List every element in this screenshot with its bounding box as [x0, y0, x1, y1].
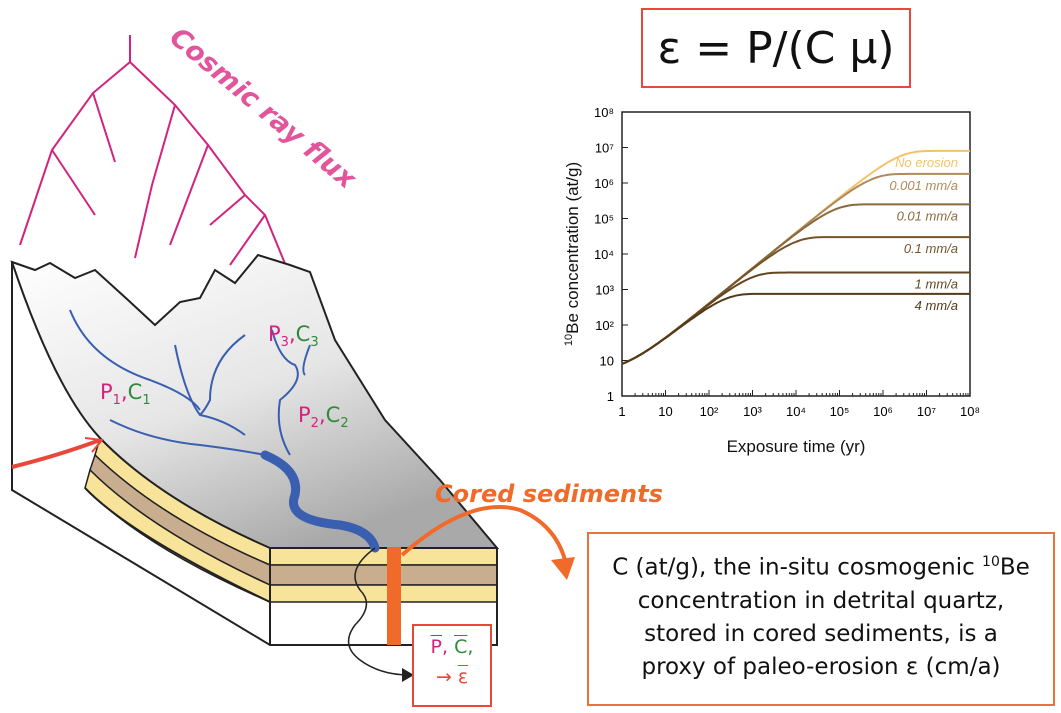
- red-flow-arrow: [11, 438, 101, 469]
- sediment-core: [387, 547, 401, 645]
- basin-label-1: P1,C1: [100, 380, 151, 409]
- description-box: C (at/g), the in-situ cosmogenic 10Be co…: [587, 532, 1055, 706]
- mean-values-box: P, C, → ε: [412, 624, 492, 707]
- erosion-formula: ε = P/(C μ): [641, 8, 911, 88]
- basin-label-2: P2,C2: [298, 403, 349, 432]
- landscape-surface: [10, 253, 500, 549]
- desc-line-2: concentration in detrital quartz,: [637, 587, 1005, 614]
- desc-line-4: proxy of paleo-erosion ε (cm/a): [641, 653, 1001, 680]
- desc-line-1: C (at/g), the in-situ cosmogenic 10Be: [612, 554, 1030, 581]
- river-network: [69, 309, 311, 456]
- desc-line-3: stored in cored sediments, is a: [644, 620, 998, 647]
- cosmic-ray-label: Cosmic ray flux: [164, 22, 363, 196]
- mean-epsilon-line: → ε: [435, 666, 469, 688]
- core-to-box-arrow: [400, 505, 567, 561]
- main-river: [260, 450, 380, 553]
- cosmic-ray-branches: [19, 35, 301, 301]
- basin-label-3: P3,C3: [268, 322, 319, 351]
- cored-sediments-label: Cored sediments: [435, 480, 663, 508]
- mean-pc-line: P, C,: [430, 636, 474, 658]
- block-outline: [11, 262, 498, 646]
